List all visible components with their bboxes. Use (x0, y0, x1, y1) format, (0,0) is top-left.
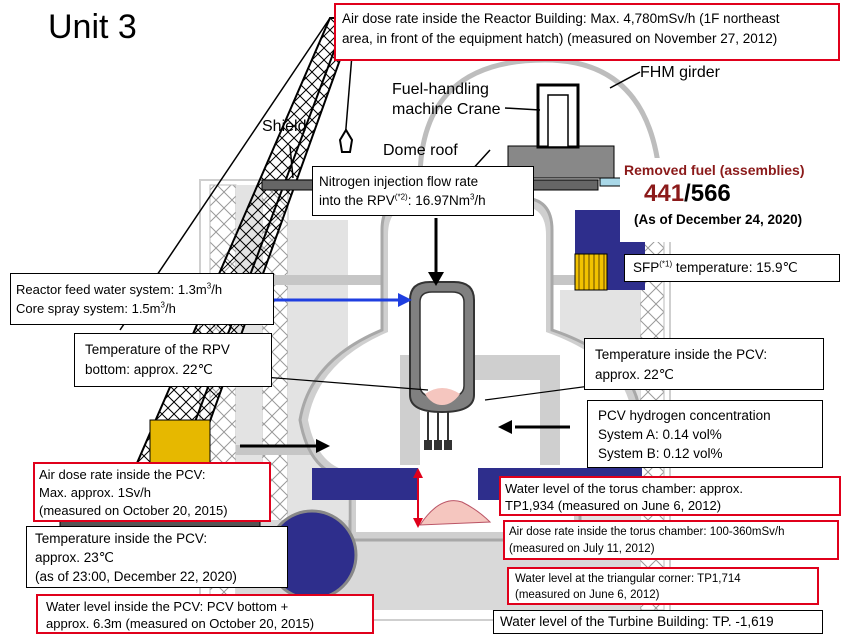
torus-level-line1: Water level of the torus chamber: approx… (505, 480, 835, 497)
sfp-note: (*1) (659, 260, 672, 269)
dome-roof-label: Dome roof (383, 142, 458, 160)
removed-fuel-title: Removed fuel (assemblies) (624, 162, 805, 178)
pcv-temp-left-line1: Temperature inside the PCV: (35, 529, 279, 548)
nitrogen-line2-pre: into the RPV (319, 193, 395, 208)
shield-label: Shield (262, 118, 306, 136)
reactor-building-dose-line1: Air dose rate inside the Reactor Buildin… (342, 9, 832, 29)
feed-water-line1-pre: Reactor feed water system: 1.3m (16, 282, 207, 297)
hydrogen-callout: PCV hydrogen concentration System A: 0.1… (587, 400, 823, 468)
pcv-dose-line3: (measured on October 20, 2015) (39, 502, 265, 520)
crane-label: Fuel-handling machine Crane (392, 80, 501, 120)
pcv-dose-callout: Air dose rate inside the PCV: Max. appro… (33, 462, 271, 522)
nitrogen-line2: into the RPV(*2): 16.97Nm3/h (319, 191, 527, 210)
nitrogen-injection-callout: Nitrogen injection flow rate into the RP… (312, 166, 534, 216)
torus-level-callout: Water level of the torus chamber: approx… (499, 476, 841, 516)
triangular-line1: Water level at the triangular corner: TP… (515, 571, 811, 587)
reactor-building-dose-line2: area, in front of the equipment hatch) (… (342, 29, 832, 49)
hydrogen-line1: PCV hydrogen concentration (598, 406, 812, 425)
unit-title: Unit 3 (48, 8, 137, 47)
feed-water-line2-pre: Core spray system: 1.5m (16, 301, 161, 316)
torus-level-line2: TP1,934 (measured on June 6, 2012) (505, 497, 835, 514)
pcv-water-level-line2: approx. 6.3m (measured on October 20, 20… (46, 615, 364, 632)
rpv-bottom-temp-line2: bottom: approx. 22℃ (85, 360, 261, 380)
pcv-water-level-callout: Water level inside the PCV: PCV bottom +… (36, 594, 374, 634)
reactor-building-dose-callout: Air dose rate inside the Reactor Buildin… (334, 3, 840, 61)
pcv-dose-line1: Air dose rate inside the PCV: (39, 466, 265, 484)
pcv-temp-left-line3: (as of 23:00, December 22, 2020) (35, 567, 279, 586)
rpv-bottom-temp-callout: Temperature of the RPV bottom: approx. 2… (74, 333, 272, 387)
removed-fuel-panel: Removed fuel (assemblies) 441/566 (As of… (620, 158, 830, 242)
pcv-temp-right-callout: Temperature inside the PCV: approx. 22℃ (584, 338, 824, 390)
removed-fuel-date: (As of December 24, 2020) (634, 212, 802, 228)
crane-label-line2: machine Crane (392, 100, 501, 120)
pcv-temp-left-line2: approx. 23℃ (35, 548, 279, 567)
removed-fuel-total: /566 (684, 180, 731, 207)
feed-water-line2: Core spray system: 1.5m3/h (16, 299, 268, 318)
nitrogen-line1: Nitrogen injection flow rate (319, 172, 527, 191)
removed-fuel-removed: 441 (644, 180, 684, 207)
crane-label-line1: Fuel-handling (392, 80, 501, 100)
fhm-girder-label: FHM girder (640, 64, 720, 82)
pcv-dose-line2: Max. approx. 1Sv/h (39, 484, 265, 502)
rpv-bottom-temp-line1: Temperature of the RPV (85, 340, 261, 360)
feed-water-line1-post: /h (211, 282, 222, 297)
nitrogen-unit-post: /h (474, 193, 485, 208)
torus-dose-line2: (measured on July 11, 2012) (509, 541, 833, 558)
nitrogen-note: (*2) (395, 193, 408, 202)
triangular-corner-callout: Water level at the triangular corner: TP… (507, 567, 819, 605)
pcv-temp-right-line1: Temperature inside the PCV: (595, 345, 813, 365)
pcv-temp-right-line2: approx. 22℃ (595, 365, 813, 385)
triangular-line2: (measured on June 6, 2012) (515, 587, 811, 603)
sfp-pre: SFP (633, 260, 659, 275)
feed-water-line2-post: /h (165, 301, 176, 316)
removed-fuel-count: 441/566 (644, 180, 731, 208)
hydrogen-line3: System B: 0.12 vol% (598, 444, 812, 463)
nitrogen-line2-post: : 16.97Nm (408, 193, 470, 208)
sfp-temperature-callout: SFP(*1) temperature: 15.9℃ (624, 254, 840, 282)
torus-dose-line1: Air dose rate inside the torus chamber: … (509, 524, 833, 541)
sfp-temperature-text: SFP(*1) temperature: 15.9℃ (633, 260, 831, 276)
pcv-temp-left-callout: Temperature inside the PCV: approx. 23℃ … (26, 526, 288, 588)
feed-water-line1: Reactor feed water system: 1.3m3/h (16, 280, 268, 299)
sfp-post: temperature: 15.9℃ (672, 260, 797, 275)
hydrogen-line2: System A: 0.14 vol% (598, 425, 812, 444)
pcv-water-level-line1: Water level inside the PCV: PCV bottom + (46, 598, 364, 615)
torus-dose-callout: Air dose rate inside the torus chamber: … (503, 520, 839, 560)
turbine-level-text: Water level of the Turbine Building: TP.… (500, 614, 816, 630)
turbine-level-callout: Water level of the Turbine Building: TP.… (493, 610, 823, 634)
feed-water-callout: Reactor feed water system: 1.3m3/h Core … (10, 273, 274, 325)
